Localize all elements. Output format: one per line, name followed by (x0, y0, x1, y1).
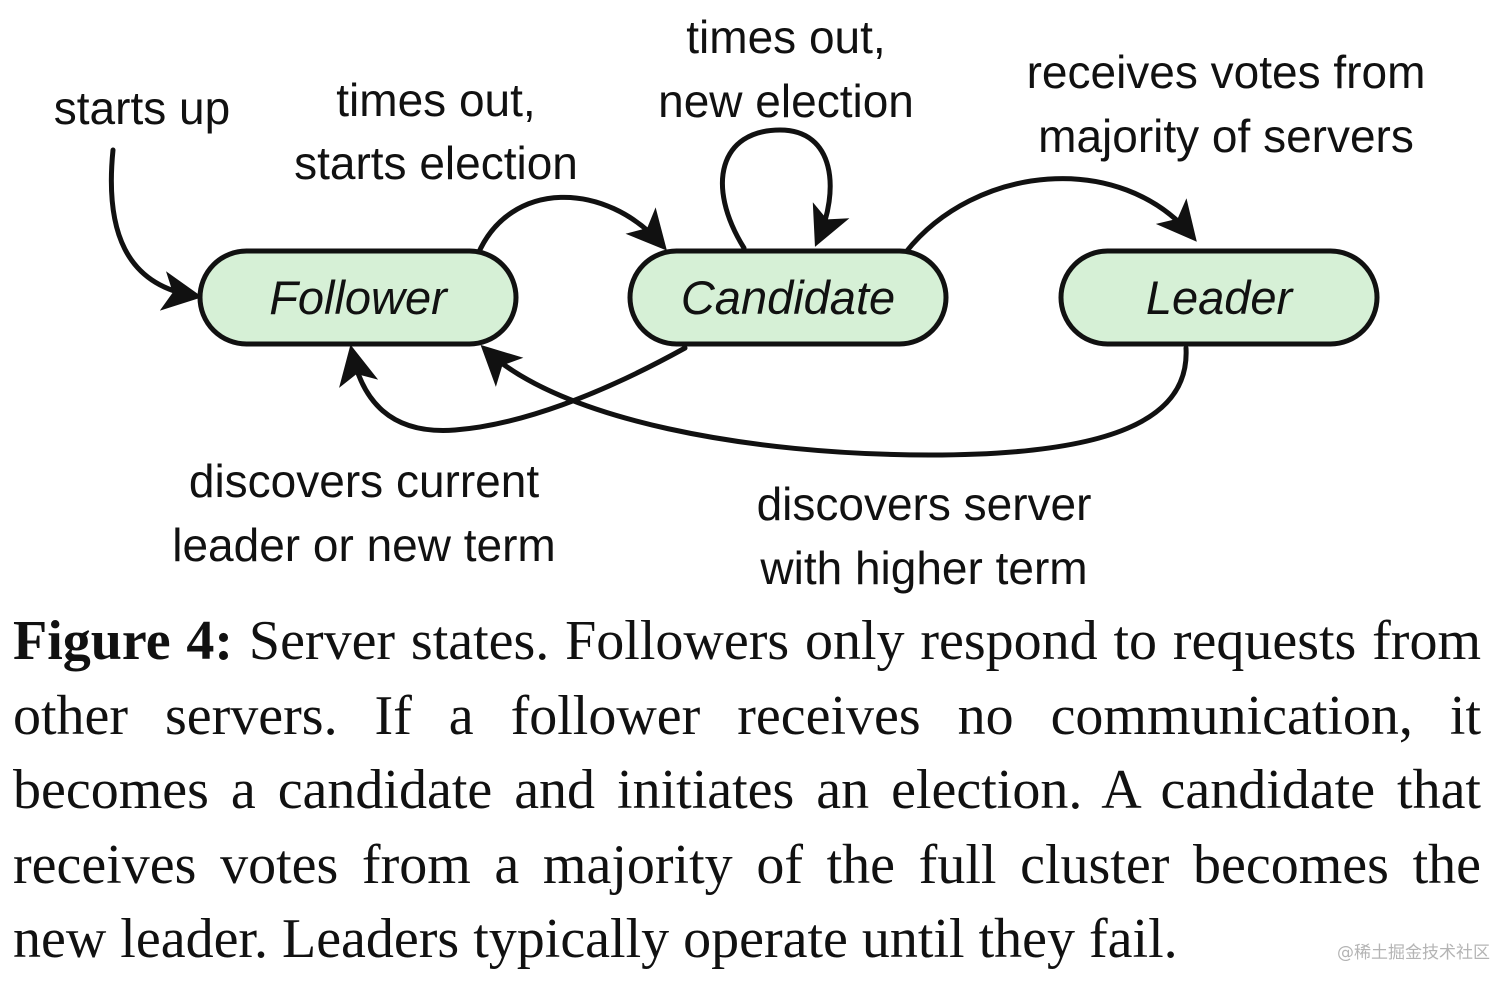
candidate-to-follower-arrow (339, 344, 688, 433)
starts-up-arrow (108, 147, 203, 311)
candidate-to-follower-label-line-1: discovers current (189, 455, 539, 507)
candidate-self-label-line-1: times out, (686, 11, 885, 63)
figure-caption: Figure 4: Server states. Followers only … (13, 604, 1481, 977)
candidate-to-leader-label-line-1: receives votes from (1027, 46, 1426, 98)
state-shape (197, 248, 519, 347)
starts-up-label: starts up (54, 82, 230, 134)
figure-number: Figure 4: (13, 610, 234, 672)
leader-to-follower-label-line-2: with higher term (759, 542, 1087, 594)
state-leader: Leader (1058, 248, 1380, 347)
candidate-self-loop-arrow (719, 127, 850, 251)
state-label: Leader (1146, 271, 1295, 324)
state-shape (627, 248, 949, 347)
state-follower: Follower (197, 248, 519, 347)
candidate-to-leader-arrow (903, 176, 1197, 255)
follower-to-candidate-label-line-1: times out, (336, 74, 535, 126)
state-shape (1058, 248, 1380, 347)
state-diagram: Follower Candidate Leader starts up time… (54, 11, 1426, 594)
leader-to-follower-arrow (480, 344, 1189, 458)
figure-caption-text: Server states. Followers only respond to… (13, 610, 1482, 970)
leader-to-follower-label-line-1: discovers server (757, 478, 1092, 530)
state-label: Candidate (681, 271, 895, 324)
follower-to-candidate-arrow (475, 194, 667, 257)
candidate-to-follower-label-line-2: leader or new term (172, 519, 556, 571)
candidate-to-leader-label-line-2: majority of servers (1038, 110, 1414, 162)
state-candidate: Candidate (627, 248, 949, 347)
watermark-text: @稀土掘金技术社区 (1337, 943, 1490, 963)
follower-to-candidate-label-line-2: starts election (294, 137, 578, 189)
candidate-self-label-line-2: new election (658, 75, 914, 127)
state-label: Follower (269, 271, 449, 324)
